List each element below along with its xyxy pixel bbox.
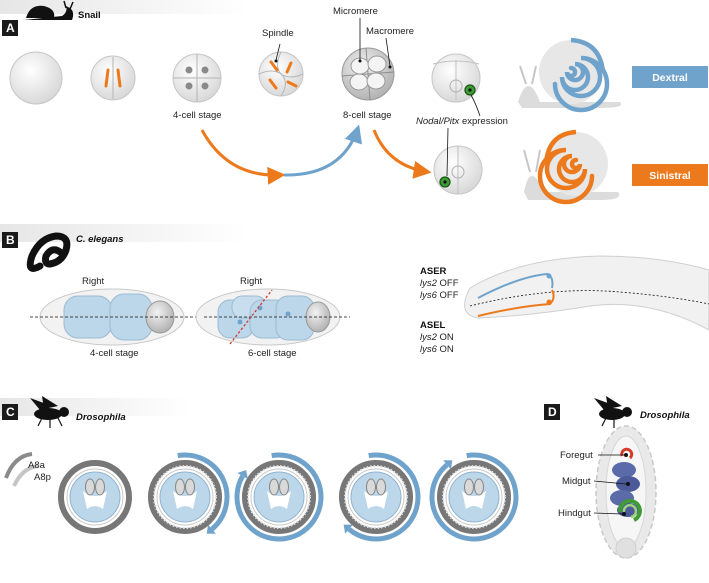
genital-disc-stage-2 <box>148 452 230 534</box>
orange-arrow-2 <box>372 129 432 179</box>
expression-gene: Nodal/Pitx <box>416 116 461 127</box>
asel-title: ASEL <box>420 320 446 331</box>
expression-word: expression <box>459 116 508 127</box>
asel-l2-state: ON <box>437 344 454 355</box>
dextral-embryo <box>431 53 481 103</box>
a8a-arc <box>4 452 33 479</box>
svg-text:lys2 OFF: lys2 OFF <box>420 278 459 289</box>
aser-l2-state: OFF <box>437 290 459 301</box>
orange-arrow-1 <box>200 129 286 185</box>
spindle-label: Spindle <box>262 28 294 39</box>
panel-b-band <box>0 224 709 242</box>
worm-six-cell-embryo <box>195 288 350 346</box>
foregut-label: Foregut <box>560 450 593 461</box>
panel-b-letter: B <box>6 233 15 247</box>
one-cell-embryo <box>9 51 63 105</box>
snail-silhouette-icon <box>24 0 74 20</box>
aser-title: ASER <box>420 266 447 277</box>
panel-a-letter: A <box>6 21 15 35</box>
macromere-label: Macromere <box>366 26 414 37</box>
a8p-label: A8p <box>34 472 51 483</box>
panel-a-letter-box <box>2 20 18 36</box>
eight-cell-stage-label: 8-cell stage <box>343 110 392 121</box>
worm-six-cell-label: 6-cell stage <box>248 348 297 359</box>
sinistral-embryo <box>433 145 483 195</box>
a8a-label: A8a <box>28 460 46 471</box>
midgut-pointer <box>593 480 627 485</box>
right-label-2: Right <box>240 276 263 287</box>
panel-d-letter-box <box>544 404 560 420</box>
aser-l1-gene: lys2 <box>420 278 438 289</box>
midgut-label: Midgut <box>562 476 591 487</box>
eight-cell-embryo <box>341 18 395 101</box>
panel-b-letter-box <box>2 232 18 248</box>
dextral-box <box>632 66 708 88</box>
panel-a-organism: Snail <box>78 10 101 21</box>
panel-d-organism: Drosophila <box>640 410 690 421</box>
hindgut <box>617 498 642 522</box>
expression-label: Nodal/Pitx expression <box>416 116 508 127</box>
aser-legend: ASER lys2 OFF lys6 OFF <box>420 266 459 301</box>
genital-disc-stage-4 <box>339 452 421 542</box>
svg-text:lys6 ON: lys6 ON <box>420 344 454 355</box>
four-cell-embryo <box>172 53 222 103</box>
svg-text:lys6 OFF: lys6 OFF <box>420 290 459 301</box>
worm-four-cell-embryo <box>30 288 198 346</box>
panel-c-letter: C <box>6 405 15 419</box>
asel-l2-gene: lys6 <box>420 344 438 355</box>
sinistral-snail <box>523 129 620 205</box>
panel-b: B C. elegans Right 4-cell stage <box>2 232 709 359</box>
asel-l1-state: ON <box>437 332 454 343</box>
micromere-label: Micromere <box>333 6 378 17</box>
two-cell-embryo <box>90 55 136 101</box>
blue-arrow <box>283 124 362 177</box>
panel-c-organism: Drosophila <box>76 412 126 423</box>
panel-a: A Snail 4-cell stage <box>2 0 708 205</box>
worm-head <box>464 255 709 331</box>
hindgut-pointer <box>593 512 623 515</box>
genital-disc-stage-1 <box>58 460 132 534</box>
genital-disc-stage-3 <box>234 452 324 542</box>
sinistral-box <box>632 164 708 186</box>
worm-silhouette-icon <box>26 232 71 272</box>
expression-pointer-lower <box>446 127 449 177</box>
four-cell-stage-label-a: 4-cell stage <box>173 110 222 121</box>
asel-l1-gene: lys2 <box>420 332 438 343</box>
a8p-arc <box>12 464 39 487</box>
panel-c: C Drosophila A8a A8p <box>2 396 519 542</box>
panel-a-band <box>0 0 709 14</box>
worm-four-cell-label: 4-cell stage <box>90 348 139 359</box>
fly-silhouette-icon-d <box>594 396 632 428</box>
right-label-1: Right <box>82 276 105 287</box>
asel-legend: ASEL lys2 ON lys6 ON <box>420 320 454 355</box>
panel-b-organism: C. elegans <box>76 234 124 245</box>
panel-d-letter: D <box>548 405 557 419</box>
sinistral-label: Sinistral <box>649 170 691 182</box>
fly-silhouette-icon <box>30 396 69 428</box>
dextral-label: Dextral <box>652 72 688 84</box>
spindle-embryo <box>258 43 304 97</box>
dextral-snail <box>518 37 622 113</box>
foregut <box>620 447 634 460</box>
aser-l1-state: OFF <box>437 278 459 289</box>
panel-c-band <box>0 398 540 416</box>
genital-disc-stage-5 <box>429 452 519 542</box>
aser-l2-gene: lys6 <box>420 290 438 301</box>
svg-text:lys2 ON: lys2 ON <box>420 332 454 343</box>
panel-d: D Drosophila <box>544 396 690 559</box>
hindgut-label: Hindgut <box>558 508 591 519</box>
panel-c-letter-box <box>2 404 18 420</box>
expression-pointer <box>470 94 481 117</box>
